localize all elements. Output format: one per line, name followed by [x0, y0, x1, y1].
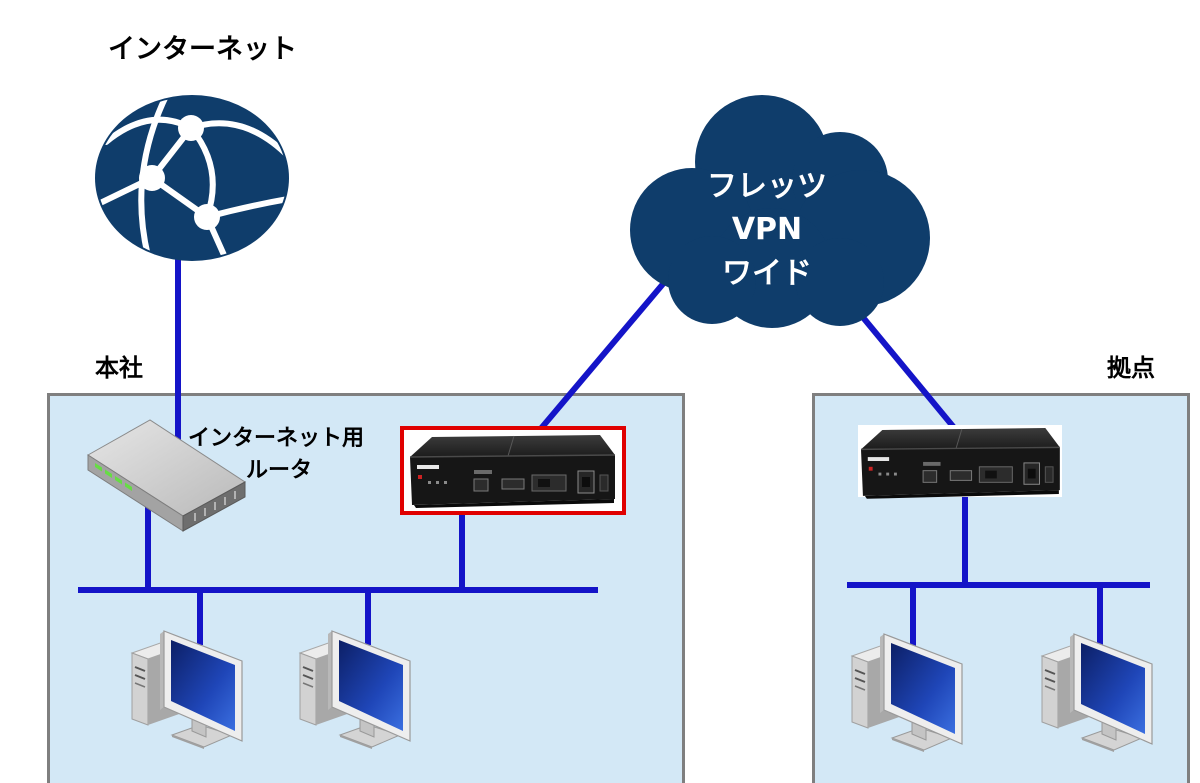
router-icon [87, 419, 246, 532]
headquarters-label: 本社 [95, 354, 143, 382]
globe-node [178, 115, 204, 141]
branch-zone-border [812, 393, 1190, 783]
cloud-label-line3: ワイド [722, 256, 812, 291]
internet-router-led [105, 469, 112, 478]
internet-router-label-line2: ルータ [246, 458, 312, 483]
vpn-router-icon [409, 434, 616, 509]
internet-router-label-line1: インターネット用 [188, 426, 364, 451]
internet-router-led [95, 463, 102, 472]
globe-node [194, 204, 220, 230]
cloud-puff [796, 238, 884, 326]
globe-node [139, 165, 165, 191]
cloud-puff [668, 236, 756, 324]
internet-title: インターネット [108, 34, 297, 65]
branch-label: 拠点 [1107, 354, 1155, 382]
hq-vpn-link [535, 276, 671, 434]
internet-router-side [182, 481, 246, 532]
globe-network-icon [95, 95, 289, 261]
internet-router-led [115, 476, 122, 485]
cloud-label-line2: VPN [732, 212, 802, 247]
headquarters-zone-border [47, 393, 685, 783]
cloud-label-line1: フレッツ [707, 169, 827, 204]
cloud-icon [630, 95, 930, 328]
vpn-router-icon [860, 427, 1061, 500]
internet-router-led [125, 482, 132, 491]
